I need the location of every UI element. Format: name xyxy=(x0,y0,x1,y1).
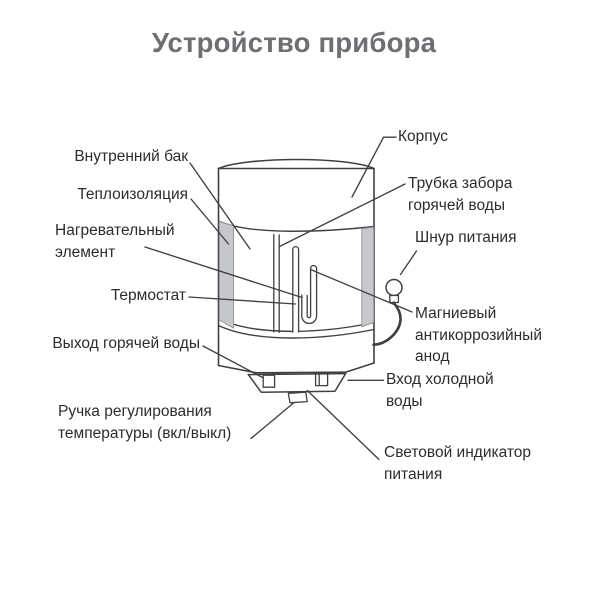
leader-inner-tank xyxy=(189,162,251,250)
leader-heating-element xyxy=(144,246,303,299)
leader-insulation xyxy=(190,198,230,245)
label-inner-tank: Внутренний бак xyxy=(74,148,188,165)
label-hot-water-outlet: Выход горячей воды xyxy=(52,335,200,352)
hot-water-outlet-fitting xyxy=(262,374,276,388)
label-cold-water-inlet: Вход холодной воды xyxy=(386,371,494,410)
leader-temperature-knob xyxy=(250,402,295,440)
power-indicator-knob xyxy=(287,391,308,404)
label-magnesium-anode: Магниевый антикоррозийный анод xyxy=(415,305,542,365)
plug-icon xyxy=(385,278,403,297)
leader-anode xyxy=(309,268,413,313)
insulation-strip-left xyxy=(218,220,235,329)
leader-hot-water-outlet xyxy=(202,345,264,379)
cold-water-inlet-fitting xyxy=(314,372,329,387)
label-insulation: Теплоизоляция xyxy=(77,186,188,203)
bottom-cap xyxy=(247,372,347,393)
label-power-indicator: Световой индикатор питания xyxy=(384,444,532,483)
label-housing: Корпус xyxy=(398,128,448,145)
leader-thermostat xyxy=(188,296,297,305)
label-power-cord: Шнур питания xyxy=(415,229,517,246)
label-temperature-knob: Ручка регулирования температуры (вкл/вык… xyxy=(58,403,232,442)
heating-element-u-tube xyxy=(301,264,318,324)
thermostat-rod xyxy=(292,246,300,333)
leader-power-cord xyxy=(399,250,418,276)
housing-dome xyxy=(217,158,375,170)
insulation-strip-right xyxy=(361,226,375,328)
power-cord-and-plug xyxy=(372,278,403,347)
label-hot-water-intake-tube: Трубка забора горячей воды xyxy=(408,175,513,214)
leader-power-indicator xyxy=(306,389,380,461)
page-title: Устройство прибора xyxy=(151,27,437,58)
hot-water-intake-tube xyxy=(273,233,280,333)
label-thermostat: Термостат xyxy=(110,287,186,304)
leader-lines xyxy=(144,136,418,461)
leader-housing xyxy=(351,136,397,198)
label-heating-element: Нагревательный элемент xyxy=(55,222,175,261)
leader-intake-tube xyxy=(278,183,406,248)
